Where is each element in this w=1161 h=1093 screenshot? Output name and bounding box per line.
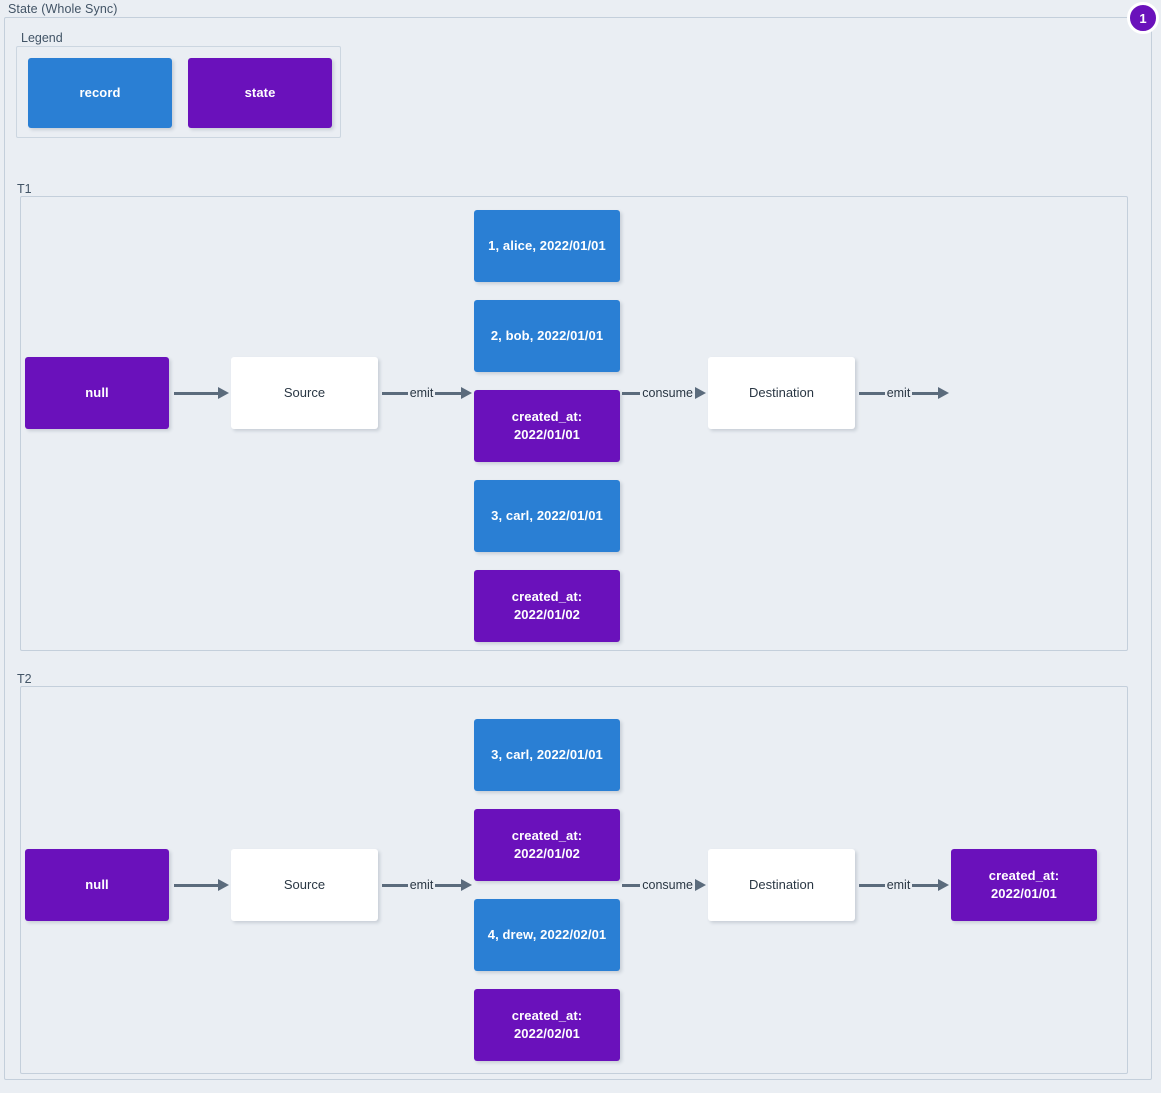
edge-label: emit <box>886 386 911 400</box>
t2-edge-source-emit: emit <box>382 875 472 895</box>
edge-label: emit <box>409 878 434 892</box>
group-label-t1: T1 <box>17 182 32 196</box>
t2-edge-state-to-source <box>174 875 229 895</box>
arrow-head-icon <box>461 879 472 891</box>
t2-stream-item-2: 4, drew, 2022/02/01 <box>474 899 620 971</box>
edge-label: emit <box>409 386 434 400</box>
legend-chip-record: record <box>28 58 172 128</box>
edge-line <box>859 391 885 395</box>
edge-line <box>382 883 408 887</box>
legend-frame: record state <box>16 46 341 138</box>
edge-line <box>912 391 938 395</box>
t2-stream-item-1: created_at: 2022/01/02 <box>474 809 620 881</box>
legend-title: Legend <box>21 31 63 45</box>
edge-label: emit <box>886 878 911 892</box>
arrow-head-icon <box>461 387 472 399</box>
t2-edge-destination-emit: emit <box>859 875 949 895</box>
diagram-title: State (Whole Sync) <box>8 2 118 16</box>
arrow-head-icon <box>938 387 949 399</box>
t1-stream-item-3: 3, carl, 2022/01/01 <box>474 480 620 552</box>
t1-stream-item-1: 2, bob, 2022/01/01 <box>474 300 620 372</box>
t1-edge-source-emit: emit <box>382 383 472 403</box>
edge-line <box>382 391 408 395</box>
edge-line <box>622 391 641 395</box>
t1-source-node: Source <box>231 357 378 429</box>
t1-edge-destination-emit: emit <box>859 383 949 403</box>
group-label-t2: T2 <box>17 672 32 686</box>
t2-edge-destination-consume: consume <box>622 875 706 895</box>
edge-line <box>174 883 218 887</box>
t2-source-node: Source <box>231 849 378 921</box>
t2-stream-item-3: created_at: 2022/02/01 <box>474 989 620 1061</box>
t2-initial-state-node: null <box>25 849 169 921</box>
t1-destination-node: Destination <box>708 357 855 429</box>
legend-chip-state: state <box>188 58 332 128</box>
edge-line <box>435 391 461 395</box>
edge-line <box>174 391 218 395</box>
t1-stream-item-0: 1, alice, 2022/01/01 <box>474 210 620 282</box>
t2-destination-node: Destination <box>708 849 855 921</box>
arrow-head-icon <box>218 387 229 399</box>
edge-line <box>912 883 938 887</box>
t1-edge-destination-consume: consume <box>622 383 706 403</box>
edge-line <box>622 883 641 887</box>
edge-label: consume <box>642 386 693 400</box>
t1-stream-item-2: created_at: 2022/01/01 <box>474 390 620 462</box>
t1-edge-state-to-source <box>174 383 229 403</box>
step-badge[interactable]: 1 <box>1127 2 1159 34</box>
t2-stream-item-0: 3, carl, 2022/01/01 <box>474 719 620 791</box>
edge-line <box>859 883 885 887</box>
t1-initial-state-node: null <box>25 357 169 429</box>
arrow-head-icon <box>695 387 706 399</box>
arrow-head-icon <box>938 879 949 891</box>
edge-label: consume <box>642 878 693 892</box>
t2-final-state-node: created_at: 2022/01/01 <box>951 849 1097 921</box>
arrow-head-icon <box>218 879 229 891</box>
t1-stream-item-4: created_at: 2022/01/02 <box>474 570 620 642</box>
edge-line <box>435 883 461 887</box>
arrow-head-icon <box>695 879 706 891</box>
